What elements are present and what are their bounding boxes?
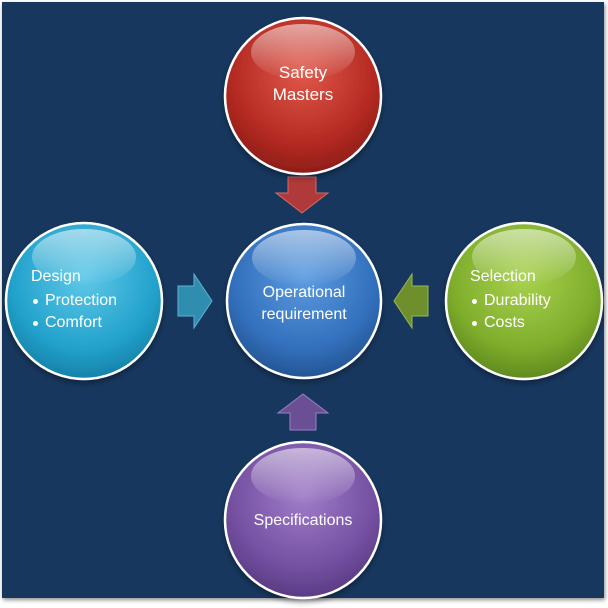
- node-center-circle: [225, 222, 383, 380]
- arrow-left: [393, 272, 429, 330]
- node-right-circle: [444, 221, 604, 381]
- arrow-top-shape: [274, 176, 330, 214]
- arrow-bottom-shape: [276, 393, 330, 431]
- node-bottom-circle: [223, 440, 383, 600]
- arrow-right-shape: [393, 272, 429, 330]
- node-left-circle: [4, 221, 164, 381]
- arrow-up: [276, 393, 330, 431]
- arrow-down: [274, 176, 330, 214]
- node-top-circle: [223, 16, 383, 176]
- arrow-left-shape: [177, 272, 213, 330]
- arrow-right: [177, 272, 213, 330]
